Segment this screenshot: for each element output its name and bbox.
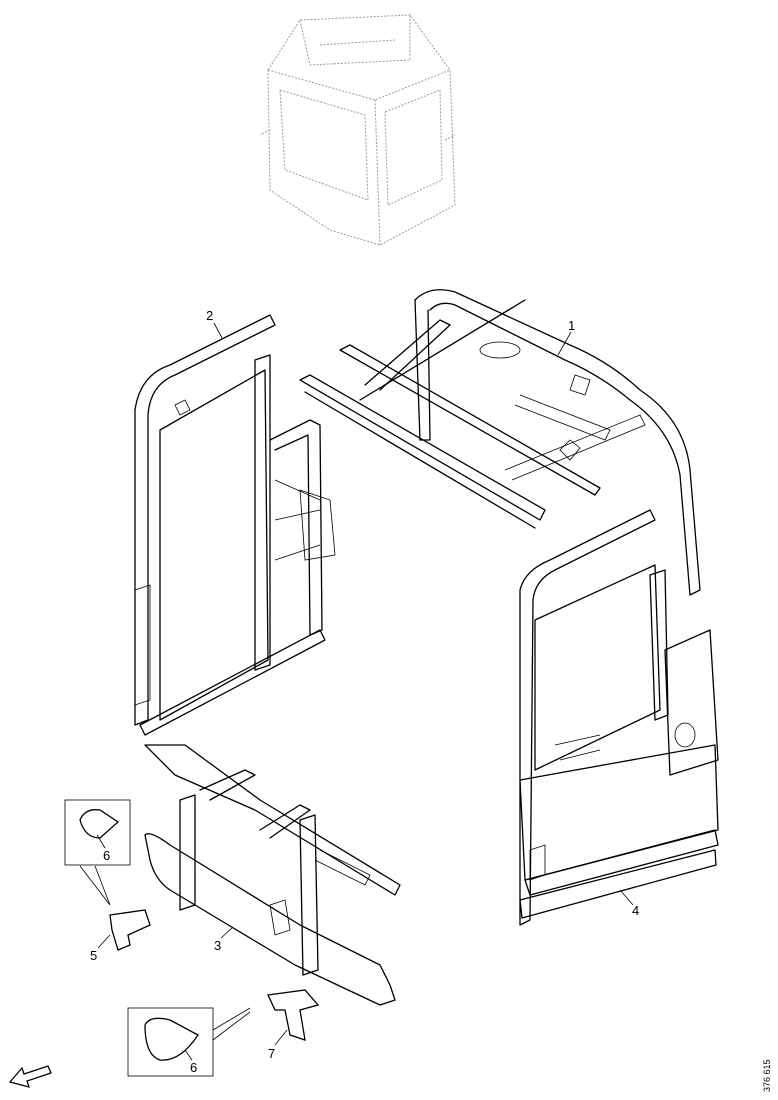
detail-box-part-6b [127,1007,251,1077]
bracket-part-7 [267,989,320,1041]
callout-2: 2 [206,308,213,323]
callout-3: 3 [214,938,221,953]
callout-6b: 6 [190,1060,197,1075]
drawing-reference: 376 615 [762,1059,772,1092]
orientation-arrow-icon [8,1065,52,1088]
callout-4: 4 [632,903,639,918]
callout-6a: 6 [103,848,110,863]
lower-front-frame-part-3 [144,744,401,1006]
roof-frame-part-1 [299,289,701,596]
left-side-frame-part-2 [134,314,336,736]
callout-1: 1 [568,318,575,333]
rear-frame-part-4 [519,509,719,926]
callout-7: 7 [268,1046,275,1061]
bracket-part-5 [109,909,151,951]
cab-overview-illustration [259,14,456,246]
leader-lines [96,322,634,1061]
callout-5: 5 [90,948,97,963]
detail-box-part-6a [64,799,131,906]
